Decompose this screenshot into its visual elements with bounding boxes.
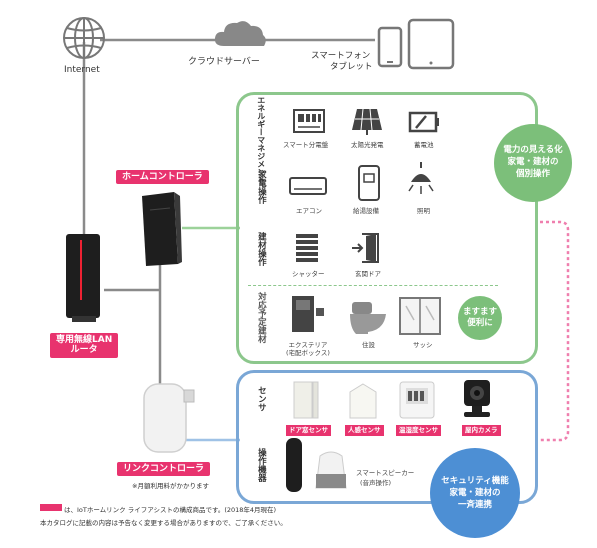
water-heater-label: 給湯設備 xyxy=(353,207,379,215)
planned-title: 対応予定建材 xyxy=(256,292,267,343)
indoor-camera-icon xyxy=(464,380,490,417)
smartphone-label: スマートフォン xyxy=(311,51,371,61)
pink-dotted-link xyxy=(540,220,570,442)
aircon-label: エアコン xyxy=(296,207,322,215)
green-feature-circle: 電力の見える化 家電・建材の 個別操作 xyxy=(494,124,572,202)
delivery-box-icon xyxy=(292,296,324,332)
battery-icon xyxy=(408,111,439,133)
router-label-line2: ルータ xyxy=(70,345,98,356)
paid-note: ※月額利用料がかかります xyxy=(132,482,209,490)
entrance-door-label: 玄関ドア xyxy=(355,270,381,278)
smart-panel-label: スマート分電盤 xyxy=(283,141,329,149)
smart-panel-icon xyxy=(293,109,325,133)
router-device xyxy=(66,234,100,322)
entrance-door-icon xyxy=(352,233,379,263)
speaker-label-line2: (音声操作) xyxy=(360,479,392,487)
toilet-label: 住設 xyxy=(362,341,375,349)
energy-title: エネルギーマネジメント xyxy=(256,96,266,184)
appliance-title: 家電操作 xyxy=(256,170,267,204)
door-sensor-label: ドア窓センサ xyxy=(286,425,331,436)
toilet-icon xyxy=(350,302,386,334)
legend-text: は、IoTホームリンク ライフアシストの構成商品です。(2018年4月現在) xyxy=(64,506,277,514)
more-convenient-circle: ますます 便利に xyxy=(458,296,502,340)
smart-speaker-tall-icon xyxy=(286,438,302,492)
temp-sensor-label: 温湿度センサ xyxy=(396,425,441,436)
disclaimer-text: 本カタログに記載の内容は予告なく変更する場合がありますので、ご了承ください。 xyxy=(40,519,287,527)
delivery-box-label: エクステリア (宅配ボックス) xyxy=(286,341,330,358)
smart-speaker-round-icon xyxy=(315,451,347,489)
window-sash-icon xyxy=(399,297,441,335)
light-label: 照明 xyxy=(417,207,430,215)
green-control-panel xyxy=(236,92,538,364)
building-title: 建材操作 xyxy=(256,232,267,266)
light-icon xyxy=(408,162,434,194)
green-circle-line3: 個別操作 xyxy=(515,168,550,179)
cloud-server-label: クラウドサーバー xyxy=(188,57,260,67)
small-circle-line2: 便利に xyxy=(467,318,493,328)
planned-divider xyxy=(248,285,498,286)
sash-label: サッシ xyxy=(413,341,433,349)
battery-label: 蓄電池 xyxy=(414,141,434,149)
green-circle-line1: 電力の見える化 xyxy=(503,145,563,156)
globe-icon xyxy=(63,17,105,59)
door-window-sensor-icon xyxy=(293,381,319,419)
shutter-icon xyxy=(296,234,318,262)
motion-sensor-icon xyxy=(349,383,377,419)
sensor-title: センサ xyxy=(256,386,267,412)
green-circle-line2: 家電・建材の xyxy=(507,157,559,168)
solar-panel-icon xyxy=(352,108,382,135)
link-controller-label: リンクコントローラ xyxy=(117,462,211,477)
router-label: 専用無線LAN ルータ xyxy=(50,333,119,358)
legend-swatch xyxy=(40,504,62,511)
blue-feature-circle: セキュリティ機能 家電・建材の 一斉連携 xyxy=(430,448,520,538)
home-controller-device xyxy=(142,192,182,266)
temp-humidity-sensor-icon xyxy=(399,381,435,419)
small-circle-line1: ますます xyxy=(462,306,497,317)
router-label-line1: 専用無線LAN xyxy=(56,335,113,345)
motion-sensor-label: 人感センサ xyxy=(345,425,384,436)
blue-circle-line2: 家電・建材の xyxy=(449,487,501,498)
blue-circle-line3: 一斉連携 xyxy=(457,500,492,511)
cloud-icon xyxy=(214,21,266,46)
speaker-label-line1: スマートスピーカー xyxy=(356,469,415,477)
camera-label: 屋内カメラ xyxy=(462,425,501,436)
operation-title: 操作機器 xyxy=(256,448,267,482)
home-controller-label: ホームコントローラ xyxy=(116,170,209,185)
solar-label: 太陽光発電 xyxy=(351,141,384,149)
smartphone-tablet-icon xyxy=(377,18,455,70)
water-heater-icon xyxy=(358,165,380,201)
air-conditioner-icon xyxy=(289,177,327,195)
tablet-label: タブレット xyxy=(330,62,373,72)
blue-circle-line1: セキュリティ機能 xyxy=(441,475,509,486)
internet-label: Internet xyxy=(64,65,100,75)
link-controller-device xyxy=(143,383,195,453)
shutter-label: シャッター xyxy=(292,270,325,278)
blue-security-panel xyxy=(236,370,538,504)
